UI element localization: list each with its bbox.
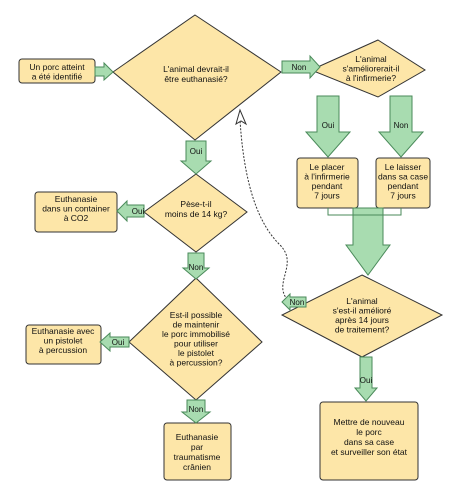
process-boxes [18,58,431,481]
diamond-euthanize [112,14,282,141]
text-line: s'améliorerait-il [343,64,400,74]
text-line: Le laisser [385,162,422,172]
text-line: pour utiliser [174,339,218,349]
text-line: de traitement? [335,325,390,335]
arrow-improve-non [377,95,425,158]
box-pistol [25,324,102,365]
arrow-start-to-euth [94,61,114,82]
text-line: à CO2 [64,213,89,223]
text-line: L'animal [346,296,378,306]
arrow-labels: Non Oui Non Oui Oui Non Oui Non Oui Non [112,63,409,414]
box-pen [375,157,431,209]
arrow-euth-oui [179,140,213,175]
box-trauma [163,422,232,481]
text-line: 7 jours [390,191,416,201]
label-weight-non: Non [189,263,204,272]
label-improved-non: Non [290,298,305,307]
label-pistol-non: Non [189,405,204,414]
label-euth-non: Non [292,63,307,72]
box-co2 [34,191,118,233]
label-improve-oui: Oui [322,121,335,130]
arrow-weight-non [181,252,211,280]
text-line: dans sa case [378,172,428,182]
arrow-pistol-oui [99,331,130,353]
label-improve-non: Non [394,121,409,130]
text-line: dans un container [42,204,110,214]
text-line: le pistolet [178,348,215,358]
text-line: Euthanasie [176,432,219,442]
text-line: à l'infirmerie [304,172,350,182]
text-line: et surveiller son état [331,447,408,457]
label-euth-oui: Oui [190,147,203,156]
text-line: Euthanasie [55,194,98,204]
text-line: Pèse-t-il [180,199,211,209]
arrow-weight-oui [116,199,145,223]
arrow-improved-non [281,292,307,312]
text-line: Est-il possible [170,310,223,320]
text-line: pendant [312,181,343,191]
diamond-weight [143,173,248,253]
text-line: le porc [356,427,382,437]
box-back-pen [319,401,419,481]
text-line: Euthanasie avec [32,326,96,336]
text-line: L'animal devrait-il [163,64,229,74]
label-weight-oui: Oui [132,207,145,216]
text-line: à percussion? [170,358,223,368]
text-line: 7 jours [314,191,340,201]
label-improved-oui: Oui [360,376,373,385]
text-line: a été identifié [32,72,83,82]
merge-bracket [327,208,402,216]
text-line: à percussion [39,345,87,355]
text-line: dans sa case [344,437,394,447]
label-pistol-oui: Oui [112,338,125,347]
arrow-euth-non [281,54,321,80]
arrow-pistol-non [180,399,212,424]
text-line: crânien [183,462,211,472]
text-line: Mettre de nouveau [334,417,405,427]
text-line: après 14 jours [335,315,389,325]
text-line: pendant [388,181,419,191]
decision-diamonds [112,14,444,401]
text-line: un pistolet [44,336,83,346]
text-line: le porc immobilisé [162,329,230,339]
text-line: par [191,442,203,452]
block-arrows [94,54,425,424]
text-line: être euthanasié? [164,74,228,84]
arrow-merge-down [345,207,391,276]
text-line: s'est-il amélioré [333,306,392,316]
text-line: Un porc atteint [29,62,85,72]
text-line: moins de 14 kg? [165,209,228,219]
text-line: Le placer [310,162,345,172]
connector-lines [239,119,291,303]
diamond-improve [309,39,426,98]
loop-back-line [239,119,291,303]
arrow-improve-oui [304,95,352,158]
loop-back-arrowhead [235,108,248,126]
text-line: de maintenir [173,320,220,330]
text-line: traumatisme [174,452,221,462]
text-line: L'animal [355,54,387,64]
arrow-improved-oui [353,356,379,402]
text-line: à l'infirmerie? [346,73,397,83]
